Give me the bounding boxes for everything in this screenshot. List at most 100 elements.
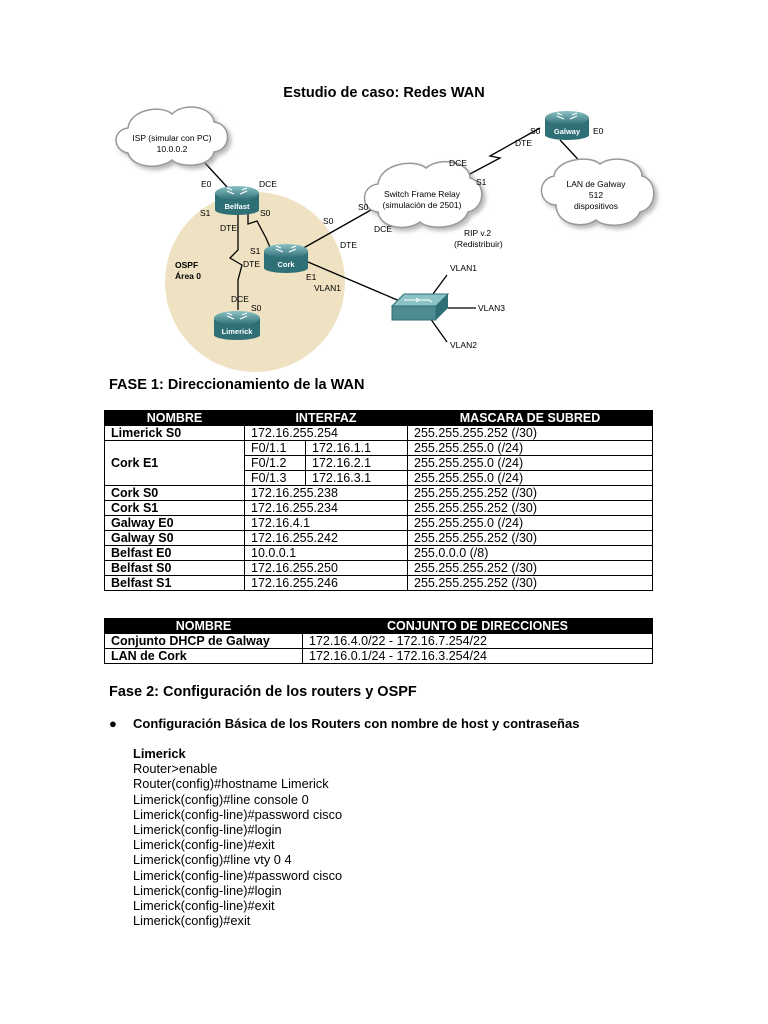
cell-name: Belfast S0 <box>104 560 245 576</box>
pool-table-header: NOMBRE CONJUNTO DE DIRECCIONES <box>104 618 653 634</box>
bullet-icon: ● <box>109 716 117 731</box>
code-line: Limerick(config-line)#password cisco <box>133 867 343 883</box>
cell-ip: 10.0.0.1 <box>243 545 409 561</box>
cell-ip: 172.16.255.246 <box>243 575 409 591</box>
label-galway-e0: E0 <box>593 126 604 136</box>
galway-lan-line3: dispositivos <box>574 201 618 211</box>
table-row: Belfast S1 172.16.255.246 255.255.255.25… <box>104 575 654 591</box>
rip-label-line2: (Redistribuir) <box>454 239 503 249</box>
code-line: Limerick(config-line)#exit <box>133 837 275 853</box>
cell-ip: 172.16.255.254 <box>243 425 409 441</box>
label-cork-s0: S0 <box>323 216 334 226</box>
cell-name: Cork S1 <box>104 500 245 516</box>
label-fr-dce-galway: DCE <box>449 158 467 168</box>
cell-ip: 172.16.255.242 <box>243 530 409 546</box>
label-cork-vlan1: VLAN1 <box>314 283 341 293</box>
cell-mask: 255.255.255.0 (/24) <box>407 470 654 486</box>
table-row: F0/1.2 172.16.2.1 255.255.255.0 (/24) <box>105 455 654 471</box>
header-name: NOMBRE <box>104 410 245 426</box>
code-line: Router>enable <box>133 761 218 777</box>
galway-lan-line1: LAN de Galway <box>566 179 626 189</box>
router-limerick-label: Limerick <box>222 327 254 336</box>
code-line: Limerick(config)#exit <box>133 913 251 929</box>
cell-name: Galway E0 <box>104 515 245 531</box>
cell-mask: 255.255.255.252 (/30) <box>407 425 654 441</box>
cell-ip: 172.16.3.1 <box>304 470 409 486</box>
code-line: Limerick(config-line)#login <box>133 822 282 838</box>
header-mask: MASCARA DE SUBRED <box>407 410 654 426</box>
header-name: NOMBRE <box>104 618 303 634</box>
cell-name: Galway S0 <box>104 530 245 546</box>
cell-range: 172.16.4.0/22 - 172.16.7.254/22 <box>302 633 653 649</box>
label-belfast-s0: S0 <box>260 208 271 218</box>
cell-name: Belfast E0 <box>104 545 245 561</box>
bullet-text: Configuración Básica de los Routers con … <box>133 716 580 731</box>
addressing-table: NOMBRE INTERFAZ MASCARA DE SUBRED Limeri… <box>104 410 654 591</box>
cell-mask: 255.255.255.0 (/24) <box>407 515 654 531</box>
label-limerick-dce: DCE <box>231 294 249 304</box>
phase1-heading: FASE 1: Direccionamiento de la WAN <box>109 377 365 393</box>
table-row: Cork S1 172.16.255.234 255.255.255.252 (… <box>104 500 654 516</box>
label-cork-s0-dte: DTE <box>340 240 357 250</box>
phase2-heading: Fase 2: Configuración de los routers y O… <box>109 684 417 700</box>
addressing-table-header: NOMBRE INTERFAZ MASCARA DE SUBRED <box>104 410 654 426</box>
label-belfast-dce: DCE <box>259 179 277 189</box>
galway-lan-line2: 512 <box>589 190 603 200</box>
page-title: Estudio de caso: Redes WAN <box>283 85 485 101</box>
cell-name: Limerick S0 <box>104 425 245 441</box>
code-line: Limerick(config-line)#login <box>133 882 282 898</box>
router-galway-icon <box>545 111 589 140</box>
code-line: Limerick(config-line)#password cisco <box>133 806 343 822</box>
cell-ip: 172.16.1.1 <box>304 440 409 456</box>
galway-lan-cloud <box>540 158 655 226</box>
router-galway-label: Galway <box>554 127 581 136</box>
cell-ip: 172.16.255.234 <box>243 500 409 516</box>
frame-relay-line2: (simulación de 2501) <box>383 200 462 210</box>
cell-subinterface: F0/1.3 <box>244 470 306 486</box>
router-cork-label: Cork <box>277 260 295 269</box>
code-header: Limerick <box>133 746 186 761</box>
cell-subinterface: F0/1.2 <box>244 455 306 471</box>
cell-mask: 255.255.255.252 (/30) <box>407 560 654 576</box>
cell-ip: 172.16.255.250 <box>243 560 409 576</box>
label-belfast-e0: E0 <box>201 179 212 189</box>
cell-mask: 255.255.255.252 (/30) <box>407 530 654 546</box>
ospf-label-line2: Área 0 <box>175 271 201 281</box>
isp-cloud-line2: 10.0.0.2 <box>157 144 188 154</box>
isp-cloud <box>115 106 229 167</box>
label-belfast-s1: S1 <box>200 208 211 218</box>
label-switch-vlan1: VLAN1 <box>450 263 477 273</box>
label-limerick-s0: S0 <box>251 303 262 313</box>
label-fr-dce-cork: DCE <box>374 224 392 234</box>
code-line: Limerick(config)#line vty 0 4 <box>133 852 292 868</box>
ospf-label-line1: OSPF <box>175 260 198 270</box>
label-belfast-dte: DTE <box>220 223 237 233</box>
cell-mask: 255.0.0.0 (/8) <box>407 545 654 561</box>
label-switch-vlan3: VLAN3 <box>478 303 505 313</box>
cell-subinterface: F0/1.1 <box>244 440 306 456</box>
table-row: Cork E1 F0/1.1 172.16.1.1 255.255.255.0 … <box>104 440 654 486</box>
cell-mask: 255.255.255.252 (/30) <box>407 575 654 591</box>
label-cork-dte: DTE <box>243 259 260 269</box>
header-interface: INTERFAZ <box>243 410 409 426</box>
cell-mask: 255.255.255.0 (/24) <box>407 455 654 471</box>
table-row: Limerick S0 172.16.255.254 255.255.255.2… <box>104 425 654 441</box>
ospf-area-circle <box>165 192 345 372</box>
cell-name: Cork E1 <box>104 440 245 486</box>
table-row: Belfast S0 172.16.255.250 255.255.255.25… <box>104 560 654 576</box>
header-range: CONJUNTO DE DIRECCIONES <box>302 618 653 634</box>
router-belfast-label: Belfast <box>224 202 250 211</box>
cell-mask: 255.255.255.252 (/30) <box>407 485 654 501</box>
cell-mask: 255.255.255.0 (/24) <box>407 440 654 456</box>
table-row: Belfast E0 10.0.0.1 255.0.0.0 (/8) <box>104 545 654 561</box>
cell-ip: 172.16.2.1 <box>304 455 409 471</box>
label-galway-dte: DTE <box>515 138 532 148</box>
cell-name: Conjunto DHCP de Galway <box>104 633 303 649</box>
label-fr-s0: S0 <box>358 202 369 212</box>
cell-mask: 255.255.255.252 (/30) <box>407 500 654 516</box>
router-cork-icon <box>264 244 308 273</box>
rip-label-line1: RIP v.2 <box>464 228 491 238</box>
label-cork-s1: S1 <box>250 246 261 256</box>
router-limerick-icon <box>214 311 260 340</box>
code-line: Router(config)#hostname Limerick <box>133 776 329 792</box>
